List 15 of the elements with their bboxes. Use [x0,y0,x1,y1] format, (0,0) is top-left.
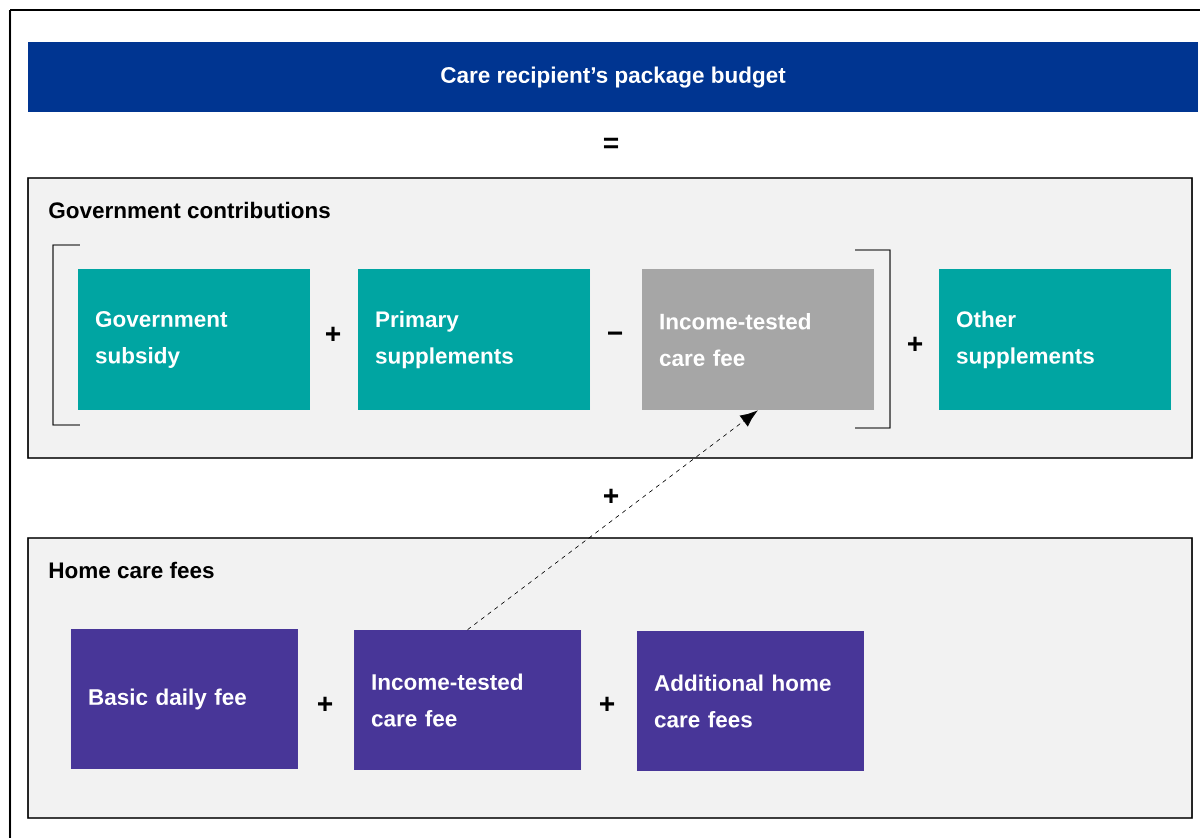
operator-sign: + [604,488,619,504]
operator-sign: − [607,331,623,335]
item-box: Income-tested care fee [642,269,874,411]
item-box: Additional home care fees [637,631,864,771]
operator-sign: + [318,696,333,712]
item-box: Other supplements [939,269,1171,411]
operator-sign: + [600,696,615,712]
operator-sign: + [326,326,341,342]
title-banner: Care recipient’s package budget [28,42,1198,112]
arrow [467,411,757,631]
item-box: Primary supplements [358,269,590,411]
item-box: Income-tested care fee [354,630,582,770]
item-box: Basic daily fee [71,629,298,769]
operator-sign: + [908,336,923,352]
item-box: Government subsidy [78,269,310,411]
